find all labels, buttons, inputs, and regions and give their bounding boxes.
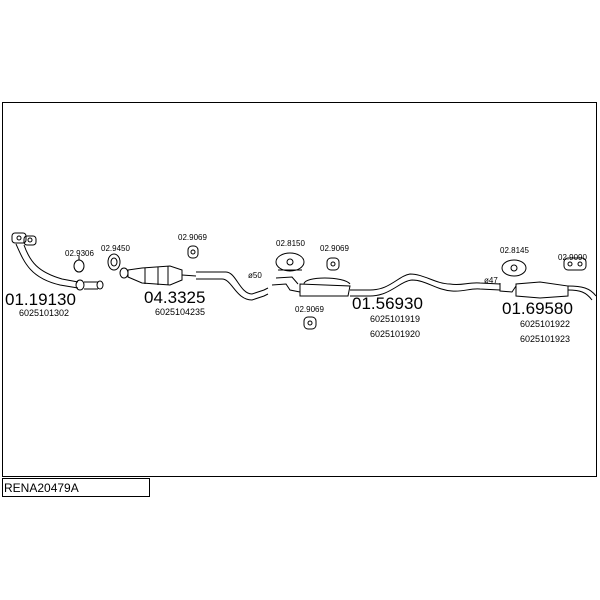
part-oem-3a: 6025101919 <box>370 314 420 324</box>
front-pipe-drawing <box>11 232 104 291</box>
diagram-code: RENA20479A <box>4 481 79 495</box>
diameter-label-2: ø47 <box>484 276 498 285</box>
part-oem-4b: 6025101923 <box>520 334 570 344</box>
gasket-drawing-2 <box>107 253 121 271</box>
part-oem-4a: 6025101922 <box>520 319 570 329</box>
catalyst-drawing <box>119 265 269 301</box>
clamp-ref-3: 02.9069 <box>178 233 207 242</box>
hanger-drawing-4 <box>275 252 305 272</box>
hanger-drawing-6 <box>303 316 317 330</box>
clamp-ref-2: 02.9450 <box>101 244 130 253</box>
part-ref-3: 01.56930 <box>352 294 423 313</box>
hanger-drawing-3 <box>187 245 199 259</box>
part-oem-2a: 6025104235 <box>155 307 205 317</box>
part-ref-2: 04.3325 <box>144 288 205 307</box>
part-oem-1a: 6025101302 <box>19 308 69 318</box>
hanger-drawing-5 <box>326 257 340 271</box>
diagram-code-box <box>2 478 150 497</box>
clamp-ref-7: 02.8145 <box>500 246 529 255</box>
part-ref-4: 01.69580 <box>502 299 573 318</box>
middle-silencer-drawing <box>271 273 501 297</box>
diagram-frame <box>2 102 597 477</box>
clamp-ref-4: 02.8150 <box>276 239 305 248</box>
clamp-ref-8: 02.9090 <box>558 253 587 262</box>
hanger-drawing-7 <box>501 259 527 277</box>
clamp-ref-6: 02.9069 <box>295 305 324 314</box>
hanger-drawing-8 <box>563 257 587 271</box>
clamp-ref-5: 02.9069 <box>320 244 349 253</box>
part-ref-1: 01.19130 <box>5 290 76 309</box>
diameter-label-1: ø50 <box>248 271 262 280</box>
part-oem-3b: 6025101920 <box>370 329 420 339</box>
rear-silencer-drawing <box>499 281 597 301</box>
clamp-ref-1: 02.9306 <box>65 249 94 258</box>
clamp-drawing-1 <box>73 256 85 273</box>
